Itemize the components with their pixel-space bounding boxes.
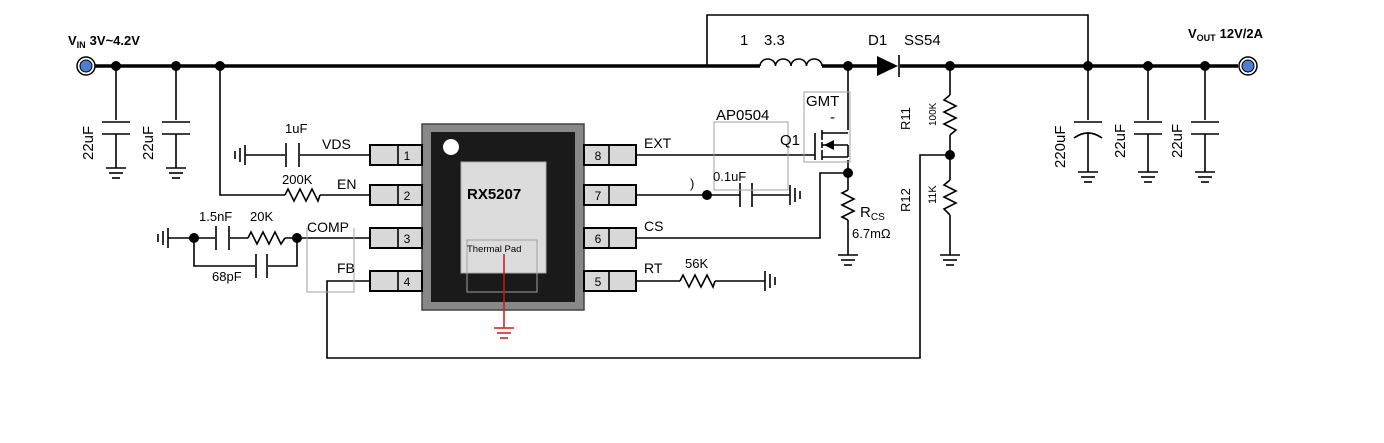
chip-name: RX5207 bbox=[467, 186, 521, 203]
diode-part: SS54 bbox=[904, 32, 941, 49]
mosfet-part-label: AP0504 bbox=[716, 107, 769, 124]
pin-6-number: 6 bbox=[595, 232, 602, 246]
input-cap-1-label: 22uF bbox=[80, 126, 97, 160]
output-capacitor-3 bbox=[1191, 121, 1219, 183]
input-capacitor-2 bbox=[162, 121, 190, 179]
mosfet-ref-label: Q1 bbox=[780, 132, 800, 149]
input-cap-2-label: 22uF bbox=[140, 126, 157, 160]
vout-terminal bbox=[1238, 56, 1258, 76]
pins-right bbox=[583, 144, 637, 292]
mosfet-dash: - bbox=[830, 109, 835, 126]
vds-cap-label: 1uF bbox=[285, 121, 307, 136]
pin-5-number: 5 bbox=[595, 275, 602, 289]
comp-res-label: 20K bbox=[250, 209, 273, 224]
diode-d1 bbox=[877, 55, 900, 77]
output-capacitor-2 bbox=[1134, 121, 1162, 183]
r12-value-label: 11K bbox=[927, 185, 939, 204]
output-cap-3-label: 22uF bbox=[1169, 124, 1186, 158]
pin-7-number: 7 bbox=[595, 189, 602, 203]
vds-capacitor bbox=[234, 143, 300, 167]
inductor-number: 1 bbox=[740, 32, 748, 49]
pin-ext-label: EXT bbox=[644, 135, 672, 151]
pin7-cap-label: 0.1uF bbox=[713, 169, 746, 184]
pin-1-number: 1 bbox=[404, 149, 411, 163]
wires bbox=[95, 14, 1238, 359]
inductor bbox=[759, 58, 823, 67]
comp-fb-outline bbox=[306, 228, 355, 293]
rcs-value: 6.7mΩ bbox=[852, 226, 891, 241]
r12-ref-label: R12 bbox=[898, 188, 913, 212]
en-resistor bbox=[284, 187, 321, 204]
vin-terminal bbox=[76, 56, 96, 76]
inductor-value: 3.3 bbox=[764, 32, 785, 49]
pin-comp-label: COMP bbox=[307, 219, 349, 235]
pin-en-label: EN bbox=[337, 176, 356, 192]
diode-ref: D1 bbox=[868, 32, 887, 49]
output-capacitor-220uf bbox=[1073, 121, 1103, 183]
comp-cap-label: 1.5nF bbox=[199, 209, 232, 224]
thermal-pad-label: Thermal Pad bbox=[467, 244, 521, 255]
pin-3-number: 3 bbox=[404, 232, 411, 246]
pin-cs-label: CS bbox=[644, 218, 663, 234]
comp-network bbox=[157, 226, 286, 278]
output-cap-2-label: 22uF bbox=[1112, 124, 1129, 158]
input-capacitor-1 bbox=[102, 121, 130, 179]
pin7-mark: ) bbox=[690, 176, 694, 191]
pin-4-number: 4 bbox=[404, 275, 411, 289]
rcs-resistor bbox=[838, 189, 858, 266]
mosfet-brand-label: GMT bbox=[806, 93, 839, 110]
comp-cap2-label: 68pF bbox=[212, 269, 242, 284]
junction-dots bbox=[111, 61, 1210, 243]
pin-rt-label: RT bbox=[644, 260, 663, 276]
rcs-label: RCS bbox=[860, 204, 885, 223]
mosfet-q1 bbox=[713, 91, 851, 191]
rt-resistor bbox=[679, 271, 776, 291]
pin-vds-label: VDS bbox=[322, 136, 351, 152]
pin-2-number: 2 bbox=[404, 189, 411, 203]
pins-left bbox=[369, 144, 423, 292]
rt-res-label: 56K bbox=[685, 256, 708, 271]
output-cap-1-label: 220uF bbox=[1052, 125, 1069, 168]
en-res-label: 200K bbox=[282, 172, 313, 187]
r11-ref-label: R11 bbox=[898, 107, 913, 130]
pin-fb-label: FB bbox=[337, 260, 355, 276]
pin-8-number: 8 bbox=[595, 149, 602, 163]
divider-resistors bbox=[940, 94, 960, 266]
r11-value-label: 100K bbox=[928, 102, 939, 126]
pin7-capacitor bbox=[739, 183, 801, 207]
chip-rx5207 bbox=[421, 123, 585, 339]
